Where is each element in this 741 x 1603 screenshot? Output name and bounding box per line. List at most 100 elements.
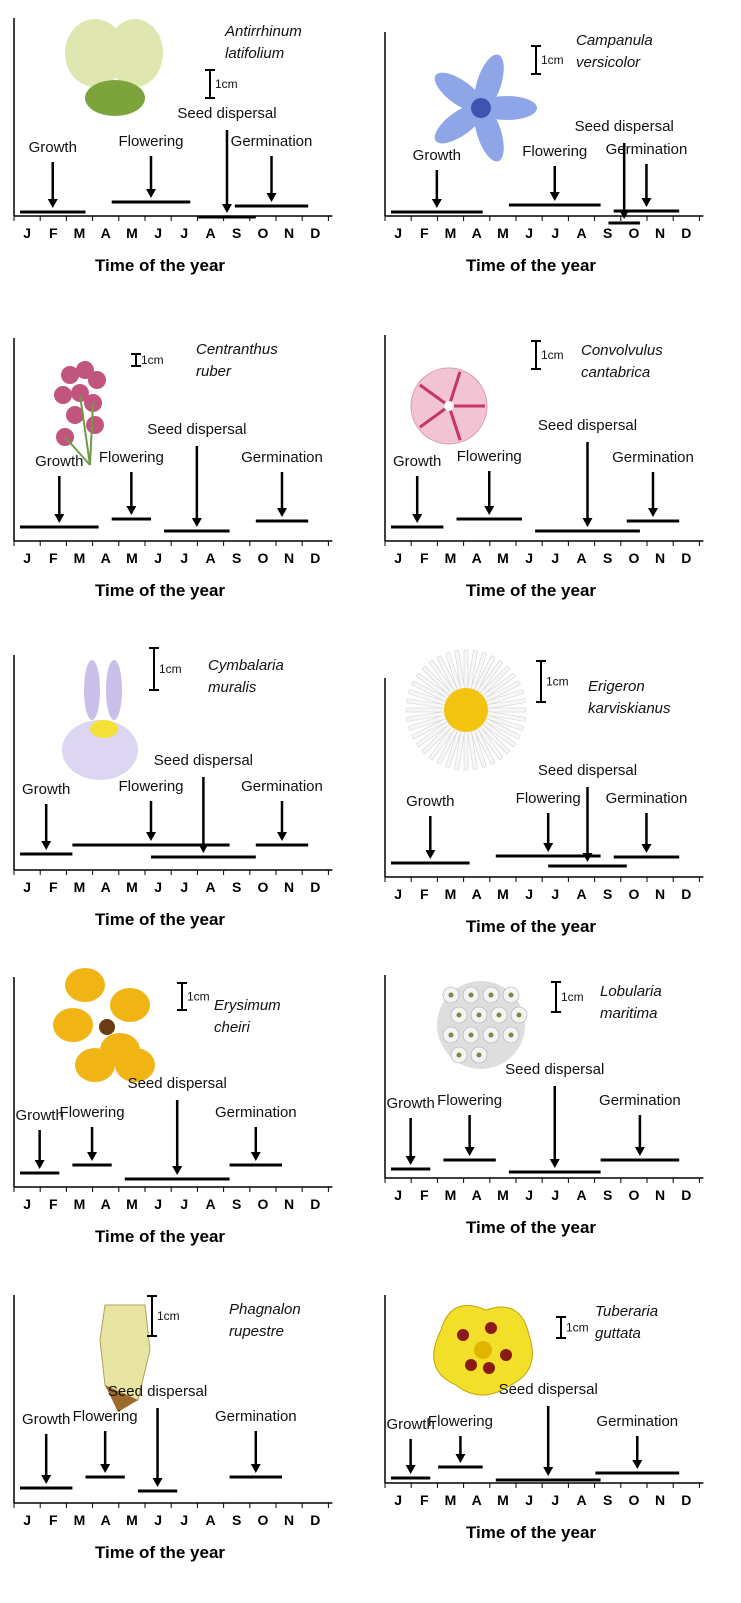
month-tick-label: J (394, 886, 402, 902)
floret-center (457, 1053, 462, 1058)
month-tick-label: M (126, 225, 138, 241)
species-name-line1: Convolvulus (581, 342, 663, 359)
petal-shape (75, 1048, 115, 1082)
growth-arrow-head (406, 1465, 416, 1474)
month-tick-label: M (445, 1187, 457, 1203)
month-tick-label: D (681, 1492, 691, 1508)
seed-dispersal-arrow-head (192, 518, 202, 527)
month-tick-label: J (551, 886, 559, 902)
germination-arrow-head (632, 1460, 642, 1469)
species-name-line2: versicolor (576, 54, 641, 71)
x-axis-title: Time of the year (466, 917, 596, 936)
growth-label: Growth (413, 147, 461, 164)
flower-photo (437, 981, 527, 1069)
x-axis-title: Time of the year (95, 1543, 225, 1562)
month-tick-label: S (232, 225, 241, 241)
petal-spot (485, 1322, 497, 1334)
flowering-arrow-head (146, 189, 156, 198)
seed-dispersal-label: Seed dispersal (538, 417, 637, 434)
month-tick-label: D (681, 1187, 691, 1203)
panel-campanula: JFMAMJJASONDTime of the yearCampanulaver… (371, 0, 741, 320)
floret-center (477, 1053, 482, 1058)
month-tick-label: N (284, 225, 294, 241)
month-tick-label: M (74, 1196, 86, 1212)
seed-dispersal-arrow-head (172, 1166, 182, 1175)
month-tick-label: J (23, 879, 31, 895)
growth-arrow-head (41, 1475, 51, 1484)
x-axis-title: Time of the year (466, 1523, 596, 1542)
month-tick-label: A (205, 550, 215, 566)
month-tick-label: A (472, 1492, 482, 1508)
month-tick-label: D (310, 879, 320, 895)
month-tick-label: D (310, 225, 320, 241)
month-tick-label: M (497, 225, 509, 241)
germination-arrow-head (277, 508, 287, 517)
flower-photo (411, 368, 487, 444)
petal-spot (500, 1349, 512, 1361)
month-tick-label: J (525, 550, 533, 566)
month-tick-label: A (472, 225, 482, 241)
floret-center (469, 1033, 474, 1038)
month-tick-label: J (394, 1187, 402, 1203)
flower-center-shape (444, 401, 454, 411)
flowering-label: Flowering (437, 1092, 502, 1109)
flowering-label: Flowering (73, 1408, 138, 1425)
scale-bar-label: 1cm (546, 675, 569, 689)
flower-center-shape (444, 688, 488, 732)
month-tick-label: A (205, 879, 215, 895)
flower-photo (406, 650, 526, 770)
germination-label: Germination (596, 1413, 678, 1430)
seed-dispersal-label: Seed dispersal (128, 1075, 227, 1092)
floret-center (509, 1033, 514, 1038)
germination-label: Germination (612, 449, 694, 466)
flower-cluster (88, 371, 106, 389)
month-tick-label: J (394, 225, 402, 241)
seed-dispersal-arrow-head (550, 1159, 560, 1168)
phenology-chart: JFMAMJJASONDTime of the yearCymbalariamu… (0, 640, 370, 960)
month-tick-label: A (101, 1196, 111, 1212)
month-tick-label: M (74, 1512, 86, 1528)
growth-arrow-head (425, 850, 435, 859)
floret-center (457, 1013, 462, 1018)
month-tick-label: M (74, 879, 86, 895)
panel-erigeron: JFMAMJJASONDTime of the yearErigeronkarv… (371, 640, 741, 960)
germination-label: Germination (241, 778, 323, 795)
flowering-arrow-head (465, 1147, 475, 1156)
floret-center (497, 1013, 502, 1018)
growth-arrow-head (48, 199, 58, 208)
x-axis-title: Time of the year (95, 910, 225, 929)
month-tick-label: M (497, 550, 509, 566)
month-tick-label: O (257, 1512, 268, 1528)
petal-spot (483, 1362, 495, 1374)
growth-label: Growth (22, 1411, 70, 1428)
month-tick-label: A (101, 879, 111, 895)
upper-petal-shape (106, 660, 122, 720)
month-tick-label: A (101, 1512, 111, 1528)
panel-centranthus: JFMAMJJASONDTime of the yearCentranthusr… (0, 320, 370, 640)
seed-dispersal-label: Seed dispersal (154, 752, 253, 769)
month-tick-label: N (655, 225, 665, 241)
month-tick-label: J (180, 1196, 188, 1212)
seed-dispersal-arrow-head (543, 1467, 553, 1476)
seed-dispersal-arrow-head (198, 844, 208, 853)
month-tick-label: O (628, 1187, 639, 1203)
palate-shape (90, 720, 118, 738)
month-tick-label: J (23, 1196, 31, 1212)
flowering-label: Flowering (428, 1413, 493, 1430)
flowering-arrow-head (100, 1464, 110, 1473)
flower-cluster (54, 386, 72, 404)
month-tick-label: D (681, 886, 691, 902)
scale-bar-label: 1cm (566, 1321, 589, 1335)
month-tick-label: A (576, 1187, 586, 1203)
month-tick-label: O (257, 550, 268, 566)
phenology-chart: JFMAMJJASONDTime of the yearCentranthusr… (0, 320, 370, 640)
month-tick-label: A (576, 1492, 586, 1508)
month-tick-label: M (497, 886, 509, 902)
seed-dispersal-label: Seed dispersal (575, 118, 674, 135)
flower-photo (62, 660, 138, 780)
month-tick-label: J (551, 1187, 559, 1203)
scale-bar-label: 1cm (561, 990, 584, 1004)
seed-dispersal-arrow-head (153, 1478, 163, 1487)
